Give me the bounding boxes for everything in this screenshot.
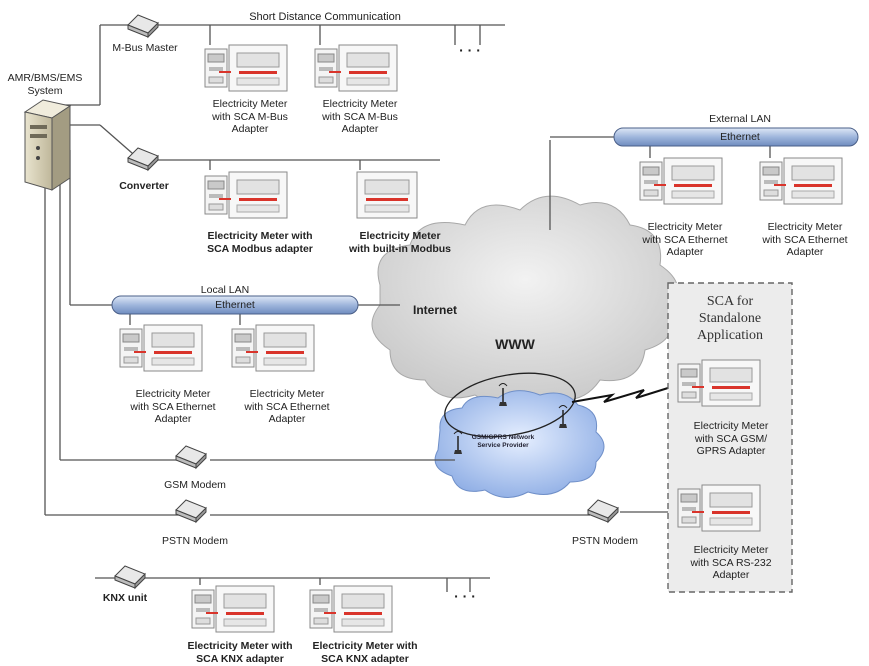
pstn-modem-right-label: PSTN Modem [572,535,638,547]
meter-rs232-caption: Electricity Meter with SCA RS-232 Adapte… [690,544,772,581]
meter-rs232-icon [677,484,761,532]
meter-modbus-builtin-icon [356,171,418,219]
wireless-link-bolt [571,387,669,403]
converter-icon [127,147,159,171]
gsm-network-ellipse [444,372,576,438]
meter-local-eth-2-icon [231,324,315,372]
converter-label: Converter [119,180,169,192]
meter-modbus-adapter-caption: Electricity Meter with SCA Modbus adapte… [207,230,313,255]
internet-label: Internet [412,303,457,317]
meter-ext-eth-2-caption: Electricity Meter with SCA Ethernet Adap… [762,221,848,258]
top-bus-continuation-dots: · · · [459,42,481,58]
external-lan-ethernet-bar [613,127,859,147]
mbus-master-label: M-Bus Master [112,42,178,54]
gsm-network-label: GSM/GPRS Network Service Provider [471,434,535,449]
meter-gsm-icon [677,359,761,407]
www-label: WWW [495,336,535,352]
meter-gsm-caption: Electricity Meter with SCA GSM/ GPRS Ada… [693,420,769,457]
gsm-modem-icon [175,445,207,469]
meter-ext-eth-1-caption: Electricity Meter with SCA Ethernet Adap… [642,221,728,258]
pstn-modem-right-icon [587,499,619,523]
pstn-modem-left-label: PSTN Modem [162,535,228,547]
meter-knx-1-caption: Electricity Meter with SCA KNX adapter [187,640,293,665]
sca-standalone-box [667,282,793,593]
meter-mbus-1-caption: Electricity Meter with SCA M-Bus Adapter [212,98,288,135]
local-ethernet-label: Ethernet [215,299,255,311]
meter-mbus-1-icon [204,44,288,92]
meter-ext-eth-1-icon [639,157,723,205]
meter-local-eth-2-caption: Electricity Meter with SCA Ethernet Adap… [244,388,330,425]
meter-knx-1-icon [191,585,275,633]
gsm-modem-label: GSM Modem [164,479,226,491]
meter-mbus-2-caption: Electricity Meter with SCA M-Bus Adapter [322,98,398,135]
short-distance-label: Short Distance Communication [249,11,401,23]
server-icon [23,99,72,191]
meter-ext-eth-2-icon [759,157,843,205]
meter-local-eth-1-icon [119,324,203,372]
external-ethernet-label: Ethernet [720,131,760,143]
meter-mbus-2-icon [314,44,398,92]
knx-unit-label: KNX unit [102,592,148,604]
sca-standalone-title: SCA for Standalone Application [696,294,764,343]
knx-bus-continuation-dots: · · · [454,588,476,604]
gsm-network-cloud [434,390,605,498]
meter-modbus-builtin-caption: Electricity Meter with built-in Modbus [348,230,452,255]
local-lan-ethernet-bar [111,295,359,315]
meter-knx-2-icon [309,585,393,633]
local-lan-label: Local LAN [200,284,250,296]
meter-knx-2-caption: Electricity Meter with SCA KNX adapter [312,640,418,665]
external-lan-label: External LAN [709,113,771,125]
meter-modbus-adapter-icon [204,171,288,219]
system-label: AMR/BMS/EMS System [7,72,83,97]
mbus-master-icon [127,14,159,38]
meter-local-eth-1-caption: Electricity Meter with SCA Ethernet Adap… [130,388,216,425]
knx-unit-icon [114,565,146,589]
pstn-modem-left-icon [175,499,207,523]
